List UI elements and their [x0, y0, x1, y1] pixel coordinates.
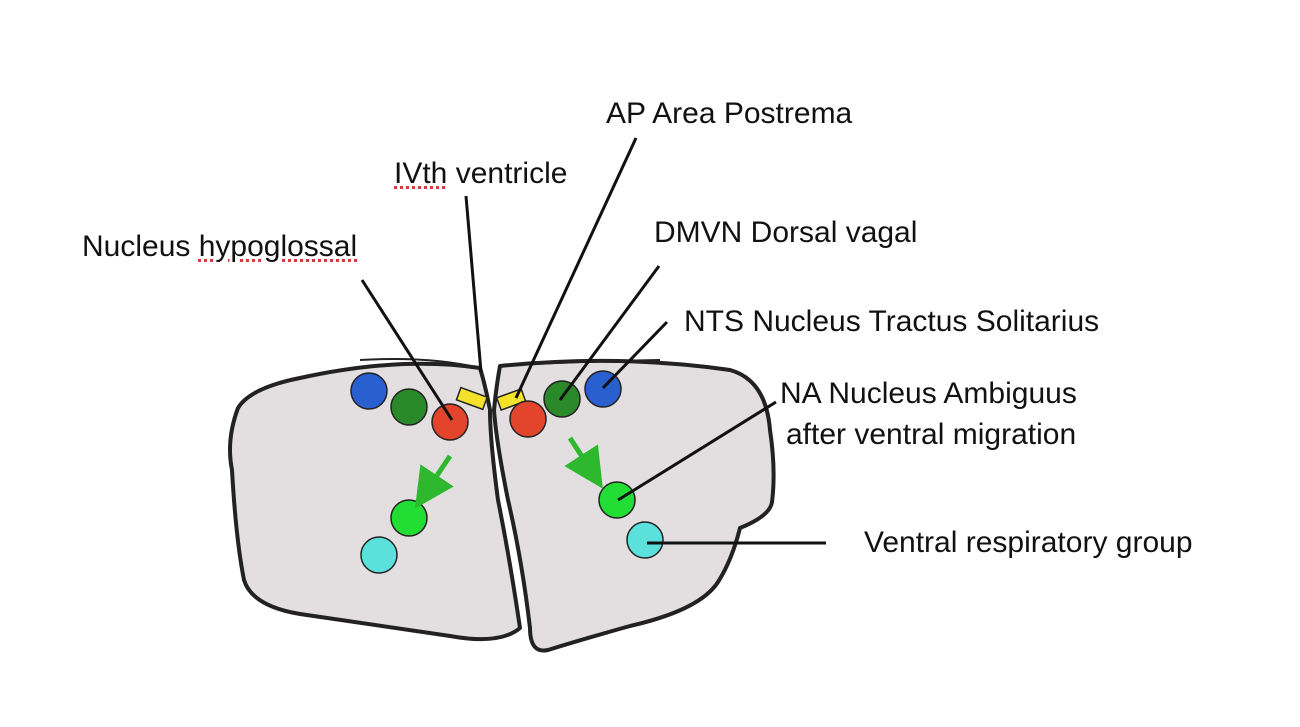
label-area-postrema: AP Area Postrema: [606, 97, 853, 130]
dmvn-left: [390, 388, 428, 426]
vrg-right: [626, 521, 664, 559]
label-ventral-respiratory-group: Ventral respiratory group: [864, 526, 1193, 559]
leader-nucleus-ambiguus: [617, 400, 777, 502]
nucleus-ambiguus-left: [390, 499, 428, 537]
area-postrema-left: [455, 386, 489, 411]
label-dorsal-vagal: DMVN Dorsal vagal: [654, 216, 918, 249]
leader-nts: [601, 320, 669, 390]
leader-area-postrema: [514, 137, 638, 399]
leader-hypoglossal: [360, 279, 454, 421]
vrg-left: [360, 536, 398, 574]
migration-arrow-left: [414, 454, 454, 509]
label-hypoglossal: Nucleus hypoglossal: [82, 229, 357, 265]
label-fourth-ventricle: IVth ventricle: [394, 156, 567, 192]
migration-arrow-right: [564, 436, 603, 489]
leader-fourth-ventricle: [464, 195, 483, 373]
hypoglossal-right: [509, 400, 547, 438]
label-fourth-ventricle-prefix: IVth: [394, 157, 448, 190]
label-nucleus-ambiguus-line2: after ventral migration: [786, 418, 1077, 451]
label-nucleus-ambiguus-line1: NA Nucleus Ambiguus: [780, 377, 1077, 410]
leader-dmvn: [558, 265, 661, 401]
label-nts: NTS Nucleus Tractus Solitarius: [684, 305, 1100, 338]
label-hypoglossal-suffix: hypoglossal: [198, 230, 358, 263]
fourth-ventricle-floor: [359, 358, 661, 369]
nucleus-ambiguus-right: [598, 481, 636, 519]
hypoglossal-left: [431, 403, 469, 441]
label-hypoglossal-prefix: Nucleus: [82, 230, 199, 263]
nts-left: [350, 372, 388, 410]
label-fourth-ventricle-suffix: ventricle: [447, 157, 568, 190]
